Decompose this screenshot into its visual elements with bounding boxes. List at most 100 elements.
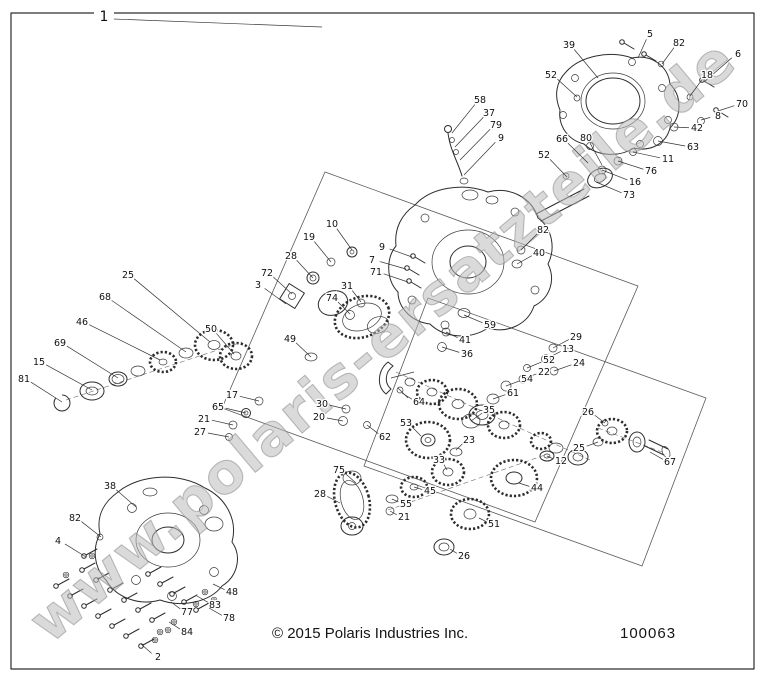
callout-leader-line (545, 351, 561, 360)
callout-leader-line (337, 301, 351, 315)
callout-label: 19 (303, 232, 315, 243)
part-number: 100063 (620, 625, 677, 642)
callout-leader-line (505, 380, 520, 387)
assembly-ref-backing (94, 6, 114, 24)
callout-label: 20 (313, 412, 325, 423)
callout-leader-line (526, 361, 542, 369)
callout-leader-line (413, 486, 423, 490)
callout-leader-line (207, 432, 230, 438)
callout-label: 72 (261, 268, 273, 279)
callout-label: 53 (400, 418, 412, 429)
figure-border (10, 12, 755, 670)
callout-leader-line (601, 169, 628, 181)
callout-leader-line (45, 364, 93, 391)
callout-label: 9 (379, 242, 385, 253)
callout-label: 22 (538, 367, 550, 378)
callout-label: 73 (623, 190, 635, 201)
callout-label: 82 (537, 225, 549, 236)
callout-leader-line (449, 548, 458, 554)
callout-leader-line (133, 278, 211, 343)
callout-leader-line (445, 331, 458, 338)
callout-label: 59 (484, 320, 496, 331)
upper-chain-drive (218, 290, 391, 371)
output-shaft-assembly (539, 417, 671, 462)
callout-label: 25 (573, 443, 585, 454)
callout-label: 70 (736, 99, 748, 110)
callout-leader-line (345, 473, 357, 484)
callout-label: 26 (582, 407, 594, 418)
callout-leader-line (689, 79, 703, 97)
callout-leader-line (225, 407, 247, 414)
callout-leader-line (595, 181, 622, 194)
callout-label: 24 (573, 358, 585, 369)
callout-label: 31 (341, 281, 353, 292)
callout-leader-line (140, 643, 152, 654)
callout-label: 27 (194, 427, 206, 438)
main-gearcase-housing (388, 186, 553, 337)
callout-label: 46 (76, 317, 88, 328)
callout-label: 13 (562, 344, 574, 355)
callout-leader-line (272, 276, 293, 295)
callout-label: 63 (687, 142, 699, 153)
callout-leader-line (459, 128, 491, 161)
callout-leader-line (673, 126, 690, 129)
callout-leader-line (383, 273, 409, 283)
callout-label: 8 (715, 111, 721, 122)
callout-leader-line (329, 404, 347, 410)
callout-label: 36 (461, 349, 473, 360)
callout-label: 30 (316, 399, 328, 410)
callout-leader-line (518, 482, 530, 487)
callout-label: 17 (226, 390, 238, 401)
callout-leader-line (657, 140, 686, 147)
callout-leader-line (567, 142, 589, 164)
callout-label: 11 (662, 154, 674, 165)
callout-leader-line (454, 117, 484, 148)
callout-leader-line (401, 392, 413, 400)
callout-leader-line (549, 158, 568, 178)
callout-label: 7 (369, 255, 375, 266)
callout-leader-line (326, 417, 344, 422)
callout-leader-line (546, 455, 554, 460)
callout-label: 54 (521, 374, 533, 385)
callout-leader-line (492, 394, 506, 400)
assembly-leader-line (112, 18, 323, 28)
callout-leader-line (296, 260, 314, 279)
callout-label: 52 (545, 70, 557, 81)
watermark: www.polaris-ersatzteile.de (17, 27, 749, 656)
callout-label: 48 (226, 587, 238, 598)
detent-parts (279, 246, 366, 320)
callout-label: 41 (459, 335, 471, 346)
callout-label: 82 (69, 513, 81, 524)
shift-fork-and-small-parts (225, 361, 415, 441)
callout-label: 37 (483, 108, 495, 119)
callout-label: 62 (379, 432, 391, 443)
callout-leader-line (451, 104, 476, 134)
callout-leader-line (216, 333, 235, 355)
callout-leader-line (379, 261, 407, 270)
callout-label: 61 (507, 388, 519, 399)
cover-bolt-icon (619, 39, 635, 50)
callout-label: 9 (498, 133, 504, 144)
callout-label: 74 (326, 293, 338, 304)
callout-label: 21 (198, 414, 210, 425)
rear-cover-assembly (556, 39, 729, 155)
callout-leader-line (366, 424, 379, 434)
callout-leader-line (295, 342, 312, 358)
callout-label: 4 (55, 536, 61, 547)
callout-label: 66 (556, 134, 568, 145)
callout-leader-line (336, 228, 353, 251)
callout-label: 3 (255, 280, 261, 291)
vent-hose (444, 125, 469, 185)
cover-bolt-icon (641, 51, 657, 62)
callout-label: 84 (181, 627, 193, 638)
callout-label: 18 (701, 70, 713, 81)
callout-leader-line (196, 595, 209, 603)
callout-label: 67 (664, 457, 676, 468)
callout-leader-line (170, 601, 181, 610)
callout-leader-line (411, 426, 422, 437)
callout-label: 42 (691, 123, 703, 134)
copyright-notice: © 2015 Polaris Industries Inc. (272, 625, 469, 642)
callout-label: 12 (555, 456, 567, 467)
